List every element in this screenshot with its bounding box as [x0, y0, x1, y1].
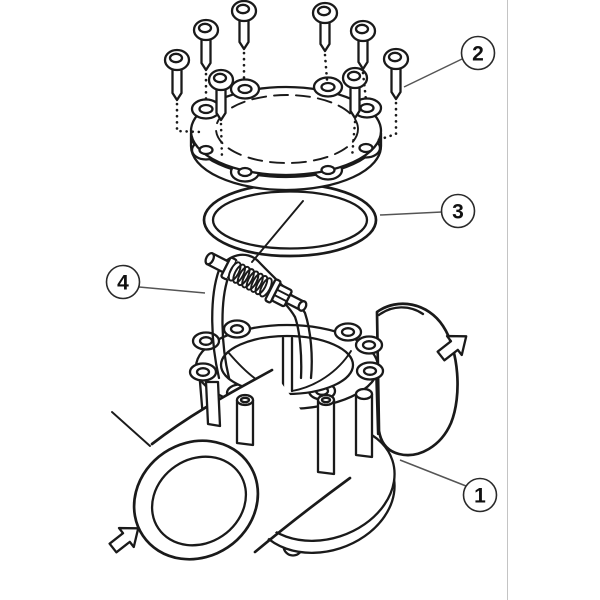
screw [207, 68, 235, 122]
mounting-posts [204, 380, 374, 476]
callout-leaders [138, 58, 467, 487]
inlet-flow-arrow-icon [108, 526, 140, 554]
hidden-dome-outline [215, 94, 359, 164]
screw [341, 66, 369, 120]
assembly-guide-dotted-lines [175, 51, 398, 160]
right-port [375, 302, 459, 457]
spring [204, 252, 308, 312]
screw [382, 47, 410, 101]
callout-4: 4 [105, 264, 141, 300]
callout-number: 2 [472, 43, 484, 66]
callout-balloon [105, 264, 141, 300]
screw [230, 0, 258, 51]
callout-balloon [440, 193, 476, 229]
cover-bolt-holes [198, 81, 375, 178]
screw [311, 1, 339, 53]
screw [192, 18, 220, 72]
callout-number: 4 [117, 272, 129, 295]
cover-flange [189, 76, 383, 192]
callout-3: 3 [440, 193, 476, 229]
o-ring [202, 182, 378, 258]
callout-1: 1 [462, 477, 498, 513]
screw [349, 19, 377, 71]
callout-number: 1 [474, 485, 486, 508]
diaphragm-spring-assembly [204, 200, 313, 380]
left-port [111, 368, 352, 561]
screw [163, 48, 191, 102]
callout-2: 2 [460, 35, 496, 71]
screws-group [163, 0, 410, 160]
callout-number: 3 [452, 201, 464, 224]
spring-pin [251, 200, 304, 263]
callout-balloon [460, 35, 496, 71]
callout-balloon [462, 477, 498, 513]
outlet-flow-arrow-icon [436, 334, 468, 362]
valve-body [111, 302, 459, 561]
